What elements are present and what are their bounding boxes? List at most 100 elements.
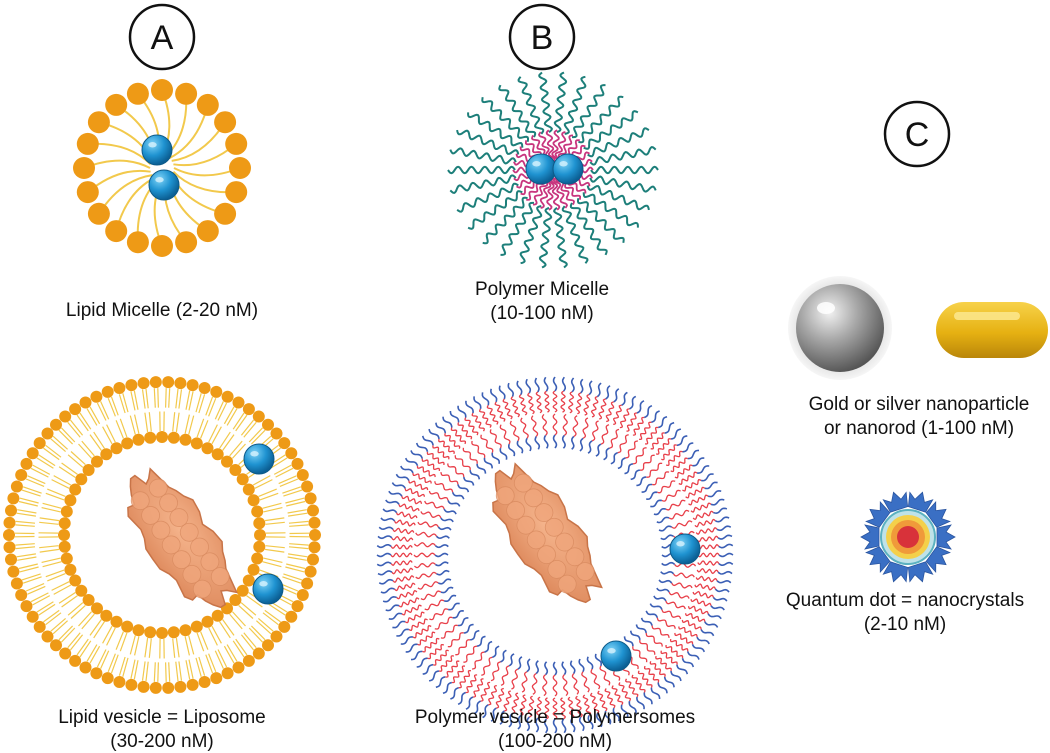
liposome-inner-tail bbox=[258, 488, 277, 497]
liposome-inner-head bbox=[156, 431, 168, 443]
liposome-inner-tail bbox=[175, 412, 180, 433]
polymersome-outer-tail bbox=[655, 438, 672, 455]
liposome-outer-tail bbox=[185, 390, 191, 410]
liposome-inner-head bbox=[64, 494, 77, 507]
liposome-outer-tail bbox=[96, 649, 107, 668]
liposome-outer-tail bbox=[288, 553, 308, 558]
liposome-outer-tail bbox=[208, 397, 217, 417]
polymersome-outer-head bbox=[613, 388, 620, 403]
polymersome-outer-tail bbox=[392, 527, 415, 535]
polymersome-inner-tail bbox=[440, 624, 458, 639]
polymersome-inner-tail bbox=[656, 617, 676, 629]
polymersome-outer-head bbox=[715, 516, 730, 523]
liposome-outer-tail bbox=[270, 457, 288, 469]
polymersome-inner-head bbox=[436, 569, 450, 576]
ligand-shell bbox=[907, 561, 934, 583]
polymer-micelle bbox=[447, 71, 659, 269]
polymersome-inner-tail bbox=[420, 511, 442, 519]
drug-molecule bbox=[252, 573, 284, 605]
polymersome-outer-head bbox=[704, 481, 718, 490]
polymersome-inner-head bbox=[452, 609, 464, 619]
liposome-outer-tail bbox=[145, 388, 149, 409]
polymersome-outer-tail bbox=[404, 488, 426, 497]
polymersome-outer-head bbox=[651, 410, 660, 424]
protein-cargo bbox=[492, 462, 603, 604]
polymersome-outer-tail bbox=[674, 632, 694, 645]
polymersome-outer-tail bbox=[637, 670, 653, 688]
polymersome-outer-tail bbox=[678, 626, 698, 638]
liposome-inner-tail bbox=[144, 637, 149, 658]
liposome-outer-tail bbox=[232, 640, 245, 658]
polymer-chain-hydrophobic bbox=[551, 129, 560, 163]
liposome-outer-tail bbox=[165, 388, 167, 408]
liposome-outer-tail bbox=[264, 609, 281, 623]
liposome-inner-head bbox=[190, 620, 203, 633]
polymersome-outer-tail bbox=[597, 690, 608, 712]
polymersome-outer-head bbox=[595, 713, 603, 728]
polymersome-outer-tail bbox=[639, 421, 652, 441]
polymer-chain-hydrophilic bbox=[482, 196, 528, 245]
drug-highlight bbox=[607, 648, 616, 654]
lipid-head bbox=[151, 235, 173, 257]
liposome-outer-tail bbox=[287, 509, 307, 514]
polymersome-inner-head bbox=[469, 629, 480, 641]
liposome-inner-tail bbox=[229, 613, 243, 630]
polymersome-inner-tail bbox=[471, 651, 485, 670]
polymer-chain-hydrophilic bbox=[500, 201, 534, 256]
liposome-inner-tail bbox=[246, 595, 263, 608]
liposome-inner-tail bbox=[188, 635, 195, 655]
liposome-outer-tail bbox=[279, 478, 299, 487]
polymersome-outer-tail bbox=[458, 669, 471, 689]
polymersome-outer-tail bbox=[604, 688, 616, 709]
liposome-outer-tail bbox=[285, 497, 305, 504]
polymer-chain-hydrophilic bbox=[517, 76, 545, 135]
ligand-arm bbox=[907, 491, 934, 513]
liposome-outer-head bbox=[3, 529, 15, 541]
liposome-outer-tail bbox=[25, 583, 45, 592]
polymersome-outer-tail bbox=[665, 450, 683, 467]
polymersome-outer-head bbox=[410, 450, 424, 459]
liposome-inner-tail bbox=[134, 636, 140, 656]
polymer-chain-hydrophobic bbox=[552, 177, 568, 209]
liposome-inner-tail bbox=[89, 434, 102, 451]
polymersome-outer-tail bbox=[417, 631, 436, 646]
polymersome-inner-tail bbox=[471, 440, 486, 458]
polymersome-outer-tail bbox=[687, 605, 709, 615]
liposome-outer-tail bbox=[22, 486, 42, 494]
polymersome-outer-tail bbox=[655, 655, 672, 672]
liposome-outer-head bbox=[262, 418, 274, 431]
polymersome-outer-tail bbox=[426, 451, 445, 466]
liposome-outer-tail bbox=[250, 625, 266, 641]
polymer-chain-hydrophobic bbox=[545, 129, 556, 163]
polymersome-inner-tail bbox=[591, 420, 599, 442]
liposome-outer-tail bbox=[67, 421, 81, 438]
liposome-size: (30-200 nM) bbox=[110, 731, 214, 752]
liposome-outer-tail bbox=[15, 524, 35, 527]
liposome-inner-head bbox=[247, 563, 260, 576]
polymersome-inner-tail bbox=[661, 489, 681, 502]
polymersome-inner-head bbox=[610, 451, 619, 465]
ligand-shell bbox=[925, 546, 951, 574]
polymersome-inner-head bbox=[656, 516, 670, 524]
drug-highlight bbox=[250, 451, 259, 457]
liposome-outer-head bbox=[90, 390, 103, 403]
liposome-outer-tail bbox=[283, 489, 303, 497]
liposome-inner-tail bbox=[119, 418, 128, 438]
liposome-outer-head bbox=[3, 516, 16, 529]
polymersome-outer-tail bbox=[494, 401, 506, 422]
polymersome-outer-tail bbox=[427, 643, 445, 660]
polymersome-outer-tail bbox=[503, 690, 512, 712]
liposome-inner-tail bbox=[231, 443, 246, 459]
polymersome-outer-tail bbox=[696, 567, 719, 575]
liposome-outer-head bbox=[308, 516, 321, 529]
polymersome-inner-tail bbox=[440, 471, 459, 485]
polymersome-outer-head bbox=[416, 657, 428, 668]
polymersome-inner-tail bbox=[552, 413, 558, 436]
liposome-outer-head bbox=[210, 385, 223, 398]
liposome-outer-tail bbox=[76, 414, 89, 432]
polymersome-inner-head bbox=[434, 544, 449, 549]
liposome-outer-head bbox=[50, 418, 62, 431]
polymersome-outer-head bbox=[605, 385, 611, 400]
liposome-outer-head bbox=[26, 447, 39, 460]
polymersome-outer-head bbox=[410, 650, 423, 661]
